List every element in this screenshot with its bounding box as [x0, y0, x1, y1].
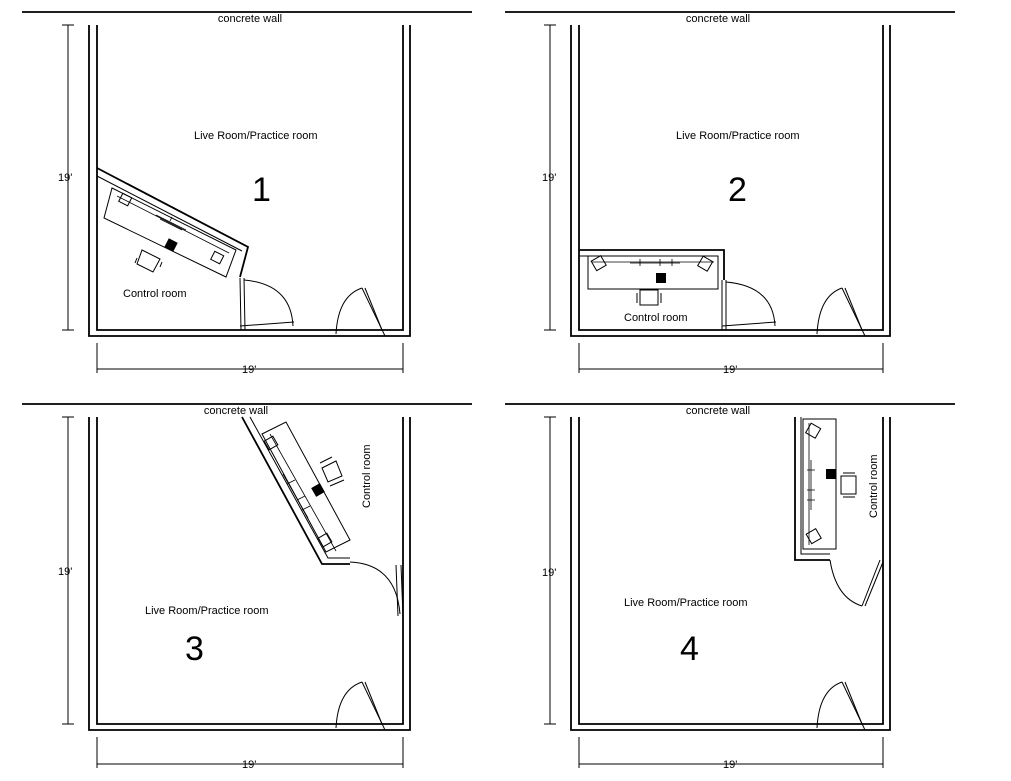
floor-plan-3: concrete wall 19' 19' Live Room/Practice… — [22, 403, 472, 771]
control-room-label: Control room — [868, 454, 880, 518]
control-room-door-leaf — [861, 559, 884, 607]
mixer-controls — [282, 473, 311, 519]
speaker-left — [590, 254, 607, 272]
floor-plan-1: concrete wall 19' 19' Live Room/Practice… — [22, 11, 472, 376]
mixer-controls — [630, 259, 680, 266]
entry-door-swing — [335, 287, 363, 335]
control-room-label: Control room — [624, 312, 688, 324]
floor-plan-4: concrete wall 19' 19' Live Room/Practice… — [505, 403, 955, 771]
computer-unit — [311, 483, 325, 497]
room-outline-inner — [96, 25, 404, 331]
room-outline-inner — [578, 25, 884, 331]
room-outline-outer — [570, 417, 891, 731]
speaker-right — [696, 255, 714, 272]
height-dimension-label: 19' — [542, 172, 556, 184]
room-outline-outer — [570, 25, 891, 337]
height-dimension-label: 19' — [58, 566, 72, 578]
control-room-door-jamb — [721, 280, 727, 330]
partition-wall — [794, 417, 830, 561]
chair — [319, 456, 345, 487]
width-dimension-label: 19' — [723, 364, 737, 376]
computer-unit — [826, 469, 836, 479]
mixing-desk — [103, 187, 237, 278]
speaker-top — [263, 435, 279, 451]
chair — [636, 289, 662, 306]
control-room-door-leaf — [239, 321, 295, 327]
concrete-wall-label: concrete wall — [686, 13, 750, 25]
width-dimension-label: 19' — [242, 759, 256, 771]
mixing-desk — [587, 254, 719, 290]
chair — [134, 249, 163, 273]
partition-wall — [241, 416, 350, 565]
control-room-door-leaf — [721, 321, 777, 327]
height-dimension-label: 19' — [58, 172, 72, 184]
live-room-label: Live Room/Practice room — [194, 130, 318, 142]
mixing-desk — [802, 418, 837, 550]
width-dimension-label: 19' — [723, 759, 737, 771]
plan-number: 4 — [680, 630, 699, 668]
floor-plan-2: concrete wall 19' 19' Live Room/Practice… — [505, 11, 955, 376]
partition-wall — [579, 249, 725, 280]
speaker-bottom — [317, 532, 333, 548]
control-room-label: Control room — [123, 288, 187, 300]
concrete-wall-label: concrete wall — [218, 13, 282, 25]
control-room-door-swing — [349, 561, 401, 615]
speaker-top — [804, 422, 822, 439]
control-room-door-leaf — [395, 564, 404, 617]
speaker-bottom — [805, 527, 822, 545]
control-room-door-jamb — [239, 277, 246, 331]
live-room-label: Live Room/Practice room — [676, 130, 800, 142]
control-room-door-swing — [829, 559, 863, 607]
entry-door-swing — [335, 681, 363, 729]
room-outline-inner — [578, 417, 884, 725]
speaker-right — [210, 250, 225, 265]
plan-number: 1 — [252, 171, 271, 209]
concrete-wall-label: concrete wall — [204, 405, 268, 417]
room-outline-outer — [88, 25, 411, 337]
control-room-door-swing — [243, 279, 294, 327]
entry-door-swing — [816, 681, 843, 729]
room-outline-inner — [96, 417, 404, 725]
height-dimension-label: 19' — [542, 567, 556, 579]
entry-door-swing — [816, 287, 843, 335]
chair — [840, 472, 857, 498]
live-room-label: Live Room/Practice room — [624, 597, 748, 609]
room-outline-outer — [88, 417, 411, 731]
computer-unit — [164, 238, 178, 252]
mixer-controls — [807, 460, 815, 510]
live-room-label: Live Room/Practice room — [145, 605, 269, 617]
partition-wall — [96, 167, 250, 278]
control-room-door-swing — [725, 281, 776, 327]
plan-number: 2 — [728, 171, 747, 209]
concrete-wall-label: concrete wall — [686, 405, 750, 417]
speaker-left — [118, 192, 133, 207]
computer-unit — [656, 273, 666, 283]
mixing-desk — [261, 421, 351, 553]
width-dimension-label: 19' — [242, 364, 256, 376]
control-room-label: Control room — [361, 444, 373, 508]
plan-number: 3 — [185, 630, 204, 668]
mixer-controls — [155, 214, 187, 231]
